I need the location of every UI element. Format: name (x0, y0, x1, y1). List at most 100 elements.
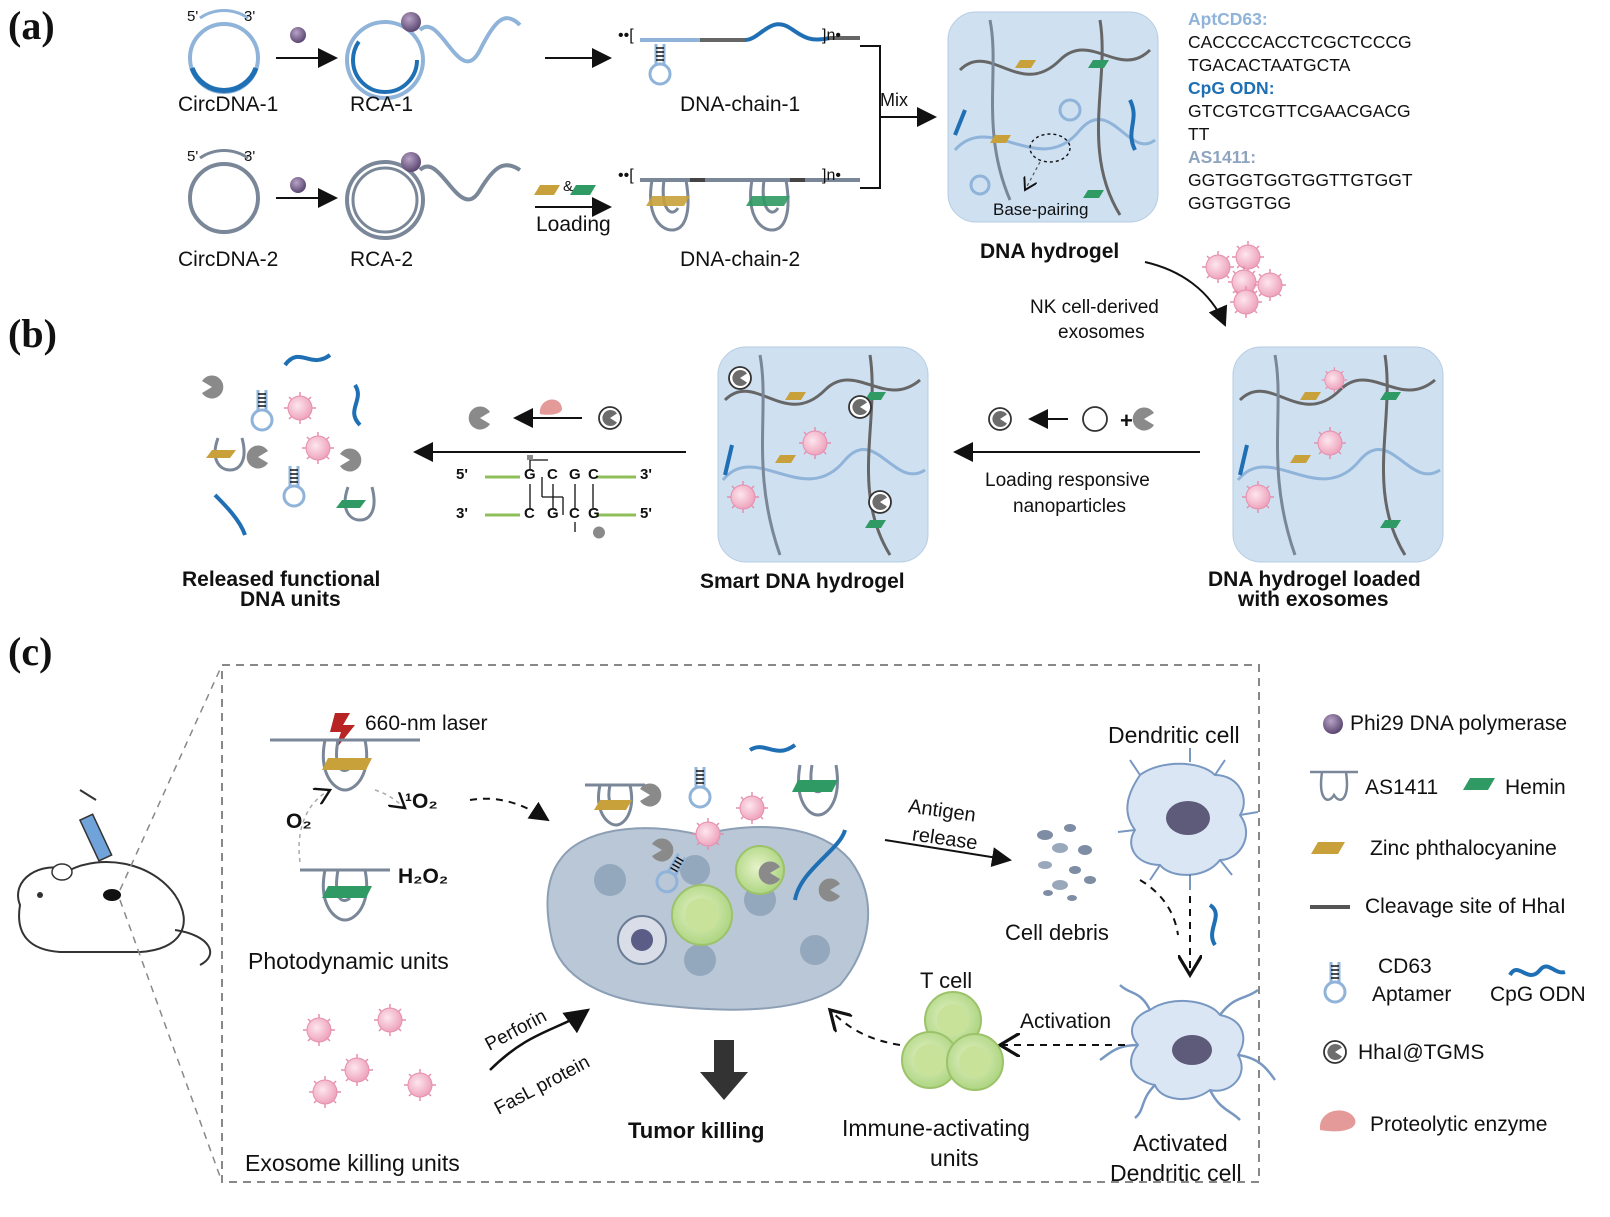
laser-bolt-icon (330, 713, 355, 750)
activated-label: Activated (1133, 1130, 1228, 1156)
photodynamic-graphic (270, 738, 420, 922)
circdna-2-label: CircDNA-2 (178, 248, 279, 271)
circdna-2-graphic (188, 148, 260, 234)
circdna-1-graphic (188, 8, 260, 94)
loading-label: Loading (536, 213, 611, 236)
dna-chain-2-label: DNA-chain-2 (680, 248, 801, 271)
bottom-strand-g2: G (588, 505, 600, 522)
rca-1-label: RCA-1 (350, 93, 414, 116)
cpg-seq-2: TT (1188, 124, 1210, 144)
o2-label: O₂ (286, 810, 312, 833)
as1411-seq-1: GGTGGTGGTGGTTGTGGT (1188, 170, 1413, 190)
panel-label-a: (a) (8, 3, 55, 48)
polymerase-dot-1 (290, 27, 306, 43)
smart-hydrogel-graphic (717, 346, 929, 563)
top-strand-g1: G (524, 466, 536, 483)
as1411-name: AS1411: (1188, 147, 1257, 167)
dendritic-cell-graphic (1117, 748, 1259, 890)
released-units-graphic (202, 353, 376, 536)
zinc-icon (1311, 842, 1345, 854)
immune-activating-label: Immune-activating (842, 1115, 1030, 1141)
legend-cd63: CD63 (1378, 955, 1432, 978)
hhai-duplex (485, 455, 636, 539)
tumor-graphic (546, 817, 870, 1011)
aptcd63-seq-1: CACCCCACCTCGCTCCCG (1188, 32, 1412, 52)
hydrogel-loaded-label: DNA hydrogel loaded (1208, 568, 1421, 591)
hemin-icon (1463, 778, 1495, 790)
polymerase-dot-2 (290, 177, 306, 193)
legend-aptamer: Aptamer (1372, 983, 1452, 1006)
photodynamic-label: Photodynamic units (248, 948, 449, 974)
amp-label: & (563, 178, 574, 195)
top-strand-5: 5' (456, 466, 468, 483)
legend-zinc: Zinc phthalocyanine (1370, 837, 1557, 860)
circdna-1-label: CircDNA-1 (178, 93, 279, 116)
prime-3-label-2: 3' (244, 148, 256, 165)
singlet-oxygen-label: ¹O₂ (405, 790, 438, 813)
activation-label: Activation (1020, 1010, 1112, 1033)
legend-cleavage: Cleavage site of HhaI (1365, 895, 1566, 918)
loading-responsive-label: Loading responsive (985, 470, 1150, 491)
released-label-2: DNA units (240, 588, 341, 611)
bracket-close-1: ]n• (822, 27, 841, 44)
cpg-seq-1: GTCGTCGTTCGAACGACG (1188, 101, 1411, 121)
aptamer-icon (1323, 960, 1347, 1004)
polymerase-icon (1323, 714, 1343, 734)
enzyme-icon (1319, 1110, 1356, 1132)
mix-label: Mix (880, 90, 908, 110)
bracket-open-1: ••[ (618, 27, 634, 44)
mouse-graphic (17, 789, 212, 966)
exosomes-label: exosomes (1058, 322, 1145, 343)
legend-cpg: CpG ODN (1490, 983, 1586, 1006)
activated-dendritic-graphic (1099, 984, 1277, 1121)
t-cells-graphic (901, 991, 1004, 1091)
legend-polymerase: Phi29 DNA polymerase (1350, 712, 1568, 735)
nanoparticles-label: nanoparticles (1013, 496, 1127, 517)
exosome-units-label: Exosome killing units (245, 1150, 460, 1176)
cell-debris-graphic (1037, 824, 1096, 901)
legend-as1411: AS1411 (1365, 776, 1439, 799)
top-strand-c1: C (547, 466, 558, 483)
aptcd63-seq-2: TGACACTAATGCTA (1188, 55, 1351, 75)
activated-label-2: Dendritic cell (1110, 1160, 1242, 1186)
aptcd63-name: AptCD63: (1188, 9, 1268, 29)
rca-2-graphic (345, 152, 522, 240)
nanoparticle-icon (1323, 1040, 1347, 1064)
smart-hydrogel-label: Smart DNA hydrogel (700, 570, 905, 593)
prime-3-label-1: 3' (244, 8, 256, 25)
legend-icons (1310, 714, 1566, 1132)
nk-label: NK cell-derived (1030, 297, 1159, 318)
tumor-killing-label: Tumor killing (628, 1118, 765, 1143)
rca-1-graphic (345, 12, 522, 100)
panel-c-frame (221, 664, 1260, 1183)
tumor-killing-arrow (700, 1040, 748, 1100)
dendritic-cell-label: Dendritic cell (1108, 722, 1240, 748)
base-pairing-label: Base-pairing (993, 200, 1089, 219)
panel-label-c: (c) (8, 629, 53, 674)
legend-nanoparticle: HhaI@TGMS (1358, 1041, 1485, 1064)
cpg-name: CpG ODN: (1188, 78, 1275, 98)
legend-enzyme: Proteolytic enzyme (1370, 1113, 1548, 1136)
cell-debris-label: Cell debris (1005, 920, 1109, 945)
hydrogel-loaded-graphic (1232, 346, 1444, 563)
dna-chain-1-label: DNA-chain-1 (680, 93, 801, 116)
hydrogel-loaded-label-2: with exosomes (1238, 588, 1389, 611)
cpg-icon (1508, 964, 1566, 977)
legend-hemin: Hemin (1505, 776, 1566, 799)
top-strand-g2: G (569, 466, 581, 483)
hydrogel-network-a (947, 11, 1159, 223)
bottom-strand-3: 3' (456, 505, 468, 522)
immune-activating-label-2: units (930, 1145, 979, 1171)
prime-5-label-2: 5' (187, 148, 199, 165)
sequence-list: AptCD63: CACCCCACCTCGCTCCCG TGACACTAATGC… (1188, 8, 1413, 215)
prime-5-label-1: 5' (187, 8, 199, 25)
dna-hydrogel-label: DNA hydrogel (980, 240, 1120, 263)
t-cell-label: T cell (920, 968, 973, 993)
bottom-strand-c1: C (524, 505, 535, 522)
top-strand-c2: C (588, 466, 599, 483)
bracket-open-2: ••[ (618, 167, 634, 184)
dna-chain-1-graphic (640, 22, 860, 86)
bottom-strand-5: 5' (640, 505, 652, 522)
bottom-strand-c2: C (569, 505, 580, 522)
